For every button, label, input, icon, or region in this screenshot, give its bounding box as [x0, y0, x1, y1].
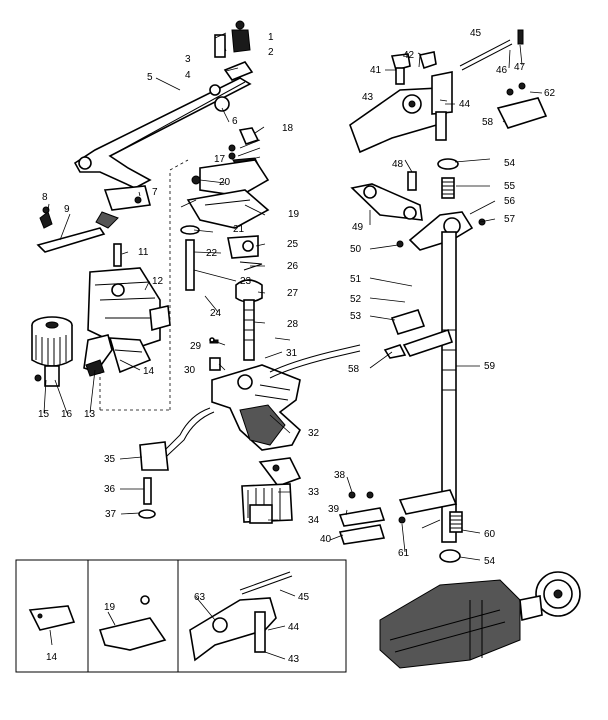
callout-14: 14	[143, 366, 155, 377]
callout-labels: 1 2 3 4 5 6 7 8 9 11 12 13 14 15 16 17 1…	[38, 28, 556, 603]
callout-12: 12	[152, 276, 164, 287]
part-bracket-12	[87, 243, 171, 351]
callout-46: 46	[496, 65, 508, 76]
callout-7: 7	[152, 187, 158, 198]
part-upper-right	[349, 29, 548, 154]
part-rod-31-61	[269, 344, 407, 379]
part-center-stack	[180, 127, 270, 371]
callout-63: 63	[194, 592, 206, 603]
callout-57: 57	[504, 214, 516, 225]
callout-31: 31	[286, 348, 298, 359]
callout-19: 19	[288, 209, 300, 220]
callout-22: 22	[206, 248, 218, 259]
callout-9: 9	[64, 204, 70, 215]
part-lever-13-14	[83, 334, 152, 377]
callout-36: 36	[104, 484, 116, 495]
callout-33: 33	[308, 487, 320, 498]
callout-29: 29	[190, 341, 202, 352]
callout-35: 35	[104, 454, 116, 465]
inset-callout-14: 14	[46, 652, 58, 663]
part-assembled-view	[379, 571, 581, 669]
inset-callout-45: 45	[298, 592, 310, 603]
callout-42: 42	[403, 50, 415, 61]
callout-3: 3	[185, 54, 191, 65]
part-gear-33	[241, 457, 302, 524]
callout-11: 11	[138, 247, 149, 258]
callout-37: 37	[105, 509, 117, 520]
callout-47: 47	[514, 62, 526, 73]
callout-34: 34	[308, 515, 320, 526]
callout-48: 48	[392, 159, 404, 170]
callout-52: 52	[350, 294, 362, 305]
part-rod-35	[139, 407, 215, 471]
part-pin-36-37	[138, 477, 156, 519]
callout-28: 28	[287, 319, 299, 330]
callout-40: 40	[320, 534, 332, 545]
callout-56: 56	[504, 196, 516, 207]
callout-59: 59	[484, 361, 496, 372]
inset-callout-43: 43	[288, 654, 300, 665]
part-plate-32	[211, 364, 302, 451]
callout-43: 43	[362, 92, 374, 103]
callout-1: 1	[268, 32, 274, 43]
callout-8: 8	[42, 192, 48, 203]
callout-25: 25	[287, 239, 299, 250]
callout-23: 23	[240, 276, 252, 287]
inset-callout-19: 19	[104, 602, 116, 613]
callout-49: 49	[352, 222, 364, 233]
callout-41: 41	[370, 65, 382, 76]
callout-54b: 54	[484, 556, 496, 567]
callout-18: 18	[282, 123, 294, 134]
callout-44: 44	[459, 99, 471, 110]
callout-16: 16	[61, 409, 73, 420]
callout-32: 32	[308, 428, 320, 439]
callout-15: 15	[38, 409, 50, 420]
part-lever-49-56	[350, 158, 486, 251]
callout-26: 26	[287, 261, 299, 272]
callout-54: 54	[504, 158, 516, 169]
part-gear-16	[31, 316, 73, 387]
callout-62: 62	[544, 88, 556, 99]
inset-labels: 14 19 45 44 43	[46, 592, 310, 665]
part-arm-assembly	[73, 20, 254, 229]
callout-20: 20	[219, 177, 231, 188]
inset-callout-44: 44	[288, 622, 300, 633]
callout-61b: 61	[398, 548, 410, 559]
callout-24: 24	[210, 308, 222, 319]
leader-lines	[43, 32, 543, 660]
callout-45: 45	[470, 28, 482, 39]
callout-2: 2	[268, 47, 274, 58]
callout-21: 21	[233, 224, 245, 235]
callout-50: 50	[350, 244, 362, 255]
callout-38: 38	[334, 470, 346, 481]
callout-51: 51	[350, 274, 362, 285]
callout-53: 53	[350, 311, 362, 322]
callout-30: 30	[184, 365, 196, 376]
callout-60: 60	[484, 529, 496, 540]
callout-6: 6	[232, 116, 238, 127]
callout-4: 4	[185, 70, 191, 81]
inset-box	[15, 559, 347, 673]
callout-5: 5	[147, 72, 153, 83]
callout-55: 55	[504, 181, 516, 192]
callout-17: 17	[214, 154, 226, 165]
callout-61a: 58	[348, 364, 360, 375]
part-link-39-40	[338, 491, 406, 545]
callout-58: 58	[482, 117, 494, 128]
callout-39: 39	[328, 504, 340, 515]
part-link-9	[36, 206, 106, 253]
callout-13: 13	[84, 409, 96, 420]
callout-27: 27	[287, 288, 299, 299]
part-shaft-59	[390, 231, 463, 563]
